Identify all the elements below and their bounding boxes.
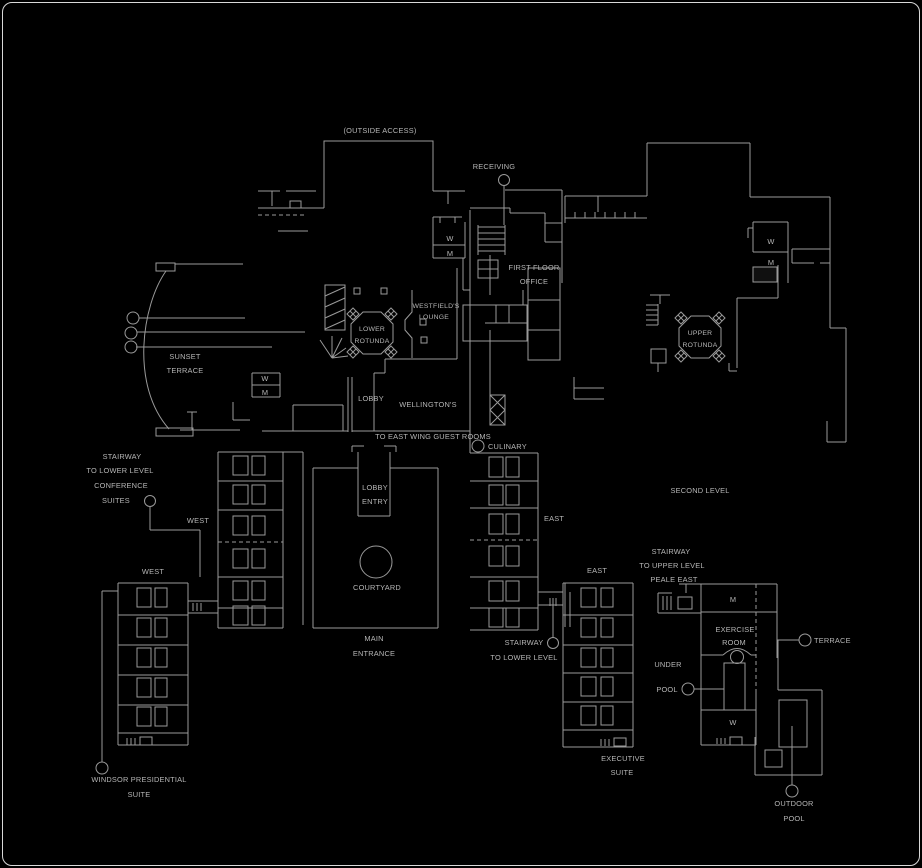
main-entrance-label-1: MAIN <box>364 634 383 643</box>
conference-stair-label-2: TO LOWER LEVEL <box>86 466 153 475</box>
upper-women-label: W <box>767 237 774 246</box>
terrace-label: TERRACE <box>814 636 851 645</box>
west-women-label: W <box>261 374 268 383</box>
westfields-lounge-label-2: LOUNGE <box>419 314 449 321</box>
lower-stair-label-2: TO LOWER LEVEL <box>490 653 557 662</box>
upper-rotunda-label-2: ROTUNDA <box>682 342 717 349</box>
west-men-label: M <box>262 388 268 397</box>
executive-label-1: EXECUTIVE <box>601 754 645 763</box>
women-room-label: W <box>446 234 453 243</box>
wellingtons-label: WELLINGTON'S <box>399 400 456 409</box>
lower-rotunda <box>346 307 398 359</box>
first-floor-office-label-2: OFFICE <box>520 277 548 286</box>
to-east-wing-label: TO EAST WING GUEST ROOMS <box>375 432 491 441</box>
pool-label: POOL <box>656 685 677 694</box>
main-entrance-label-2: ENTRANCE <box>353 649 395 658</box>
upper-stair-label-2: TO UPPER LEVEL <box>639 561 705 570</box>
culinary-label: CULINARY <box>488 442 527 451</box>
sunset-terrace-label-1: SUNSET <box>169 352 200 361</box>
exercise-door-marker <box>730 650 744 664</box>
conference-stair-label-4: SUITES <box>102 496 130 505</box>
culinary-marker <box>471 439 485 453</box>
lobby-entry-label-2: ENTRY <box>362 497 388 506</box>
peale-women-label: W <box>729 718 736 727</box>
peale-men-label: M <box>730 595 736 604</box>
windsor-label-2: SUITE <box>128 790 151 799</box>
outside-access-label: (OUTSIDE ACCESS) <box>343 126 416 135</box>
under-label: UNDER <box>654 660 681 669</box>
lower-rotunda-label-2: ROTUNDA <box>354 338 389 345</box>
first-floor-walls <box>124 140 563 454</box>
wing-labels: STAIRWAY TO LOWER LEVEL CONFERENCE SUITE… <box>86 452 644 799</box>
upper-stair-label-1: STAIRWAY <box>652 547 691 556</box>
second-level-labels: SECOND LEVEL UPPER ROTUNDA W M STAIRWAY … <box>639 237 850 823</box>
westfields-lounge-label-1: WESTFIELD'S <box>413 303 460 310</box>
terrace-marker <box>798 633 812 647</box>
windsor-label-1: WINDSOR PRESIDENTIAL <box>91 775 186 784</box>
outdoor-pool-label-1: OUTDOOR <box>774 799 813 808</box>
conference-stair-label-3: CONFERENCE <box>94 481 148 490</box>
lower-rotunda-label-1: LOWER <box>359 326 385 333</box>
second-level-label: SECOND LEVEL <box>670 486 729 495</box>
men-room-label: M <box>447 249 453 258</box>
exercise-room-label-1: EXERCISE <box>716 625 755 634</box>
lower-level-stair-marker <box>547 637 559 649</box>
outdoor-pool-marker <box>785 784 799 798</box>
conference-stair-label-1: STAIRWAY <box>103 452 142 461</box>
lobby-label: LOBBY <box>358 394 384 403</box>
upper-rotunda-label-1: UPPER <box>688 330 712 337</box>
executive-label-2: SUITE <box>611 768 634 777</box>
stair-markers <box>95 174 812 798</box>
courtyard-and-wings <box>101 445 634 762</box>
first-floor-office-label-1: FIRST FLOOR <box>509 263 560 272</box>
east-lower-label: EAST <box>587 566 607 575</box>
second-level-walls <box>564 142 847 443</box>
lower-stair-label-1: STAIRWAY <box>505 638 544 647</box>
upper-men-label: M <box>768 258 774 267</box>
west-lower-label: WEST <box>142 567 164 576</box>
under-pool-marker <box>681 682 695 696</box>
sunset-terrace-label-2: TERRACE <box>167 366 204 375</box>
east-wing-label: EAST <box>544 514 564 523</box>
receiving-label: RECEIVING <box>473 162 516 171</box>
exercise-room-label-2: ROOM <box>722 638 746 647</box>
outdoor-pool-label-2: POOL <box>783 814 804 823</box>
upper-rotunda <box>674 311 726 363</box>
conference-stair-marker <box>144 495 156 507</box>
lobby-entry-label-1: LOBBY <box>362 483 388 492</box>
upper-stair-label-3: PEALE EAST <box>650 575 697 584</box>
receiving-marker <box>498 174 510 186</box>
first-floor-labels: (OUTSIDE ACCESS) RECEIVING FIRST FLOOR O… <box>167 126 560 451</box>
west-wing-label: WEST <box>187 516 209 525</box>
courtyard-label: COURTYARD <box>353 583 401 592</box>
windsor-marker <box>95 761 109 775</box>
peale-east-walls <box>657 583 823 785</box>
